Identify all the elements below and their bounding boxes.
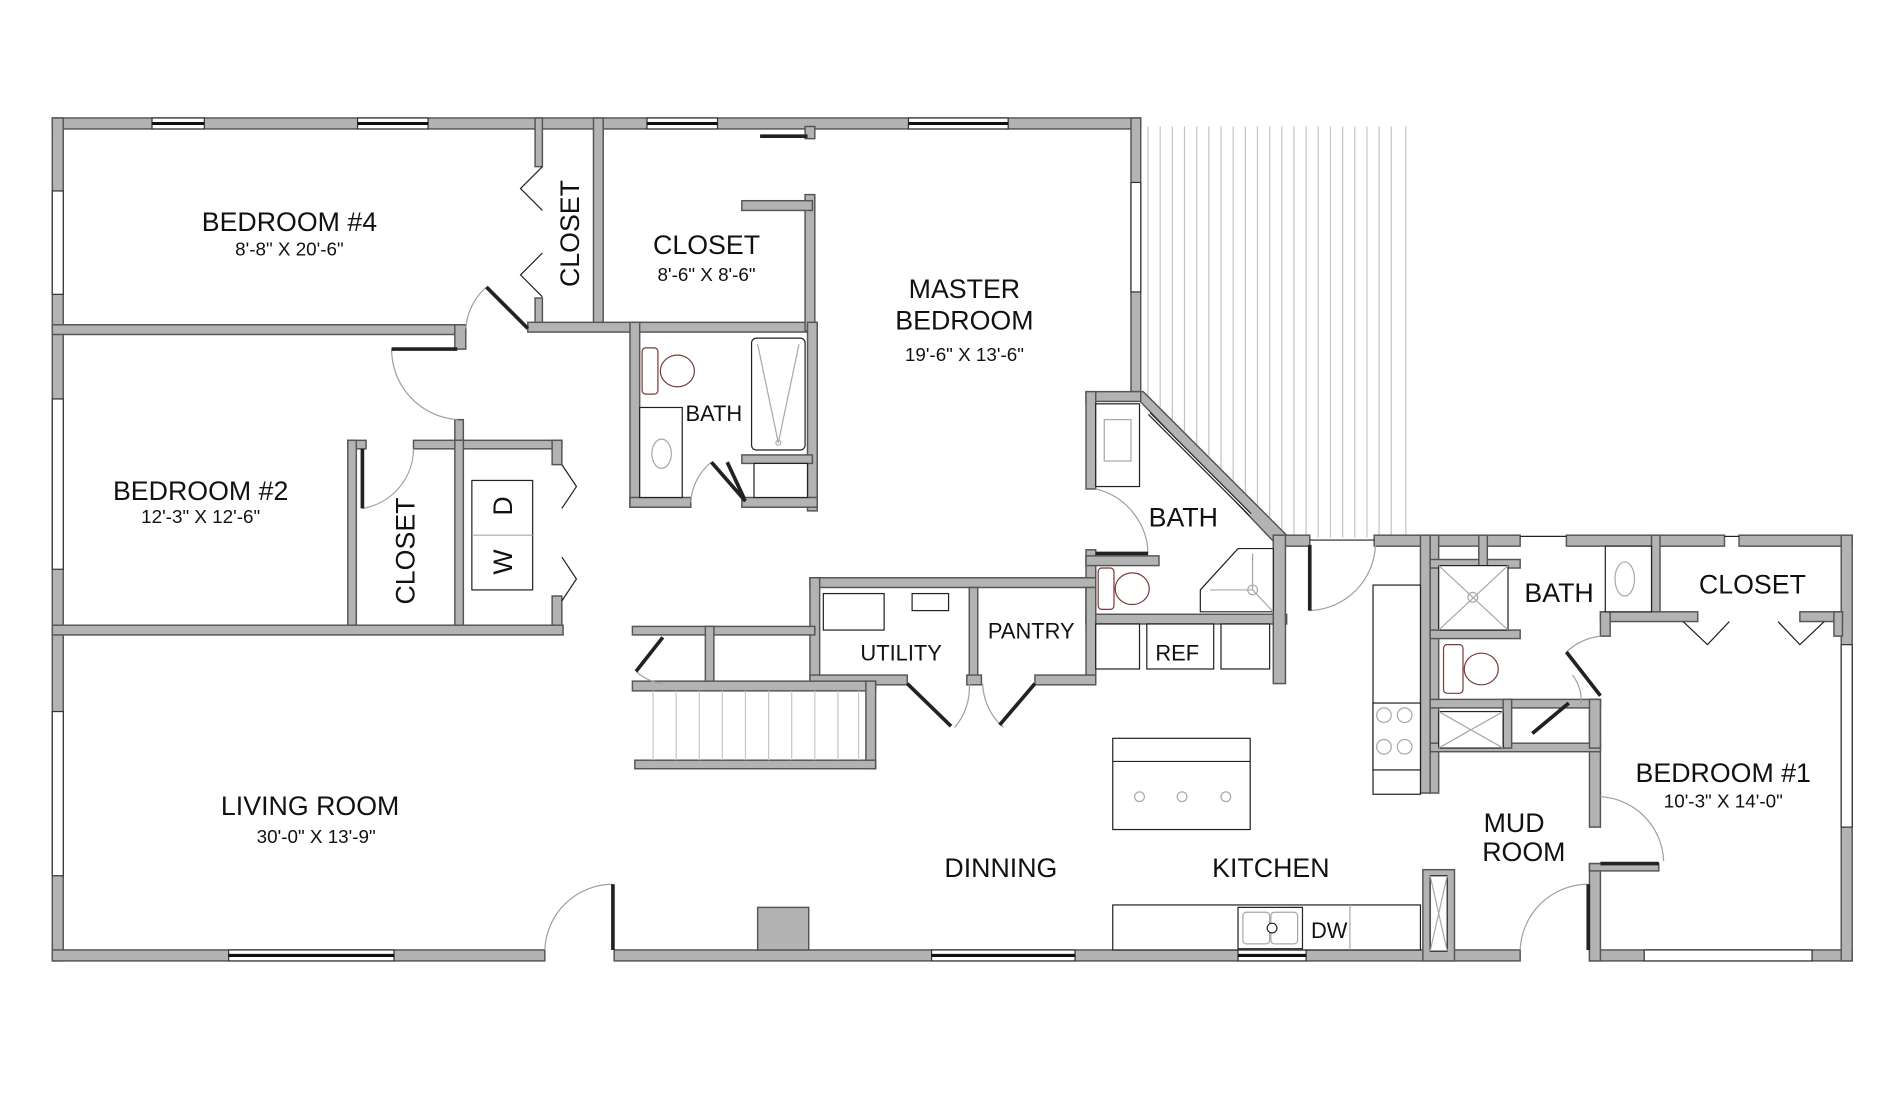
label-mud-line2: ROOM xyxy=(1482,837,1565,867)
label-bath-hall: BATH xyxy=(686,401,743,426)
label-dryer: D xyxy=(488,496,518,515)
label-closet-bedroom2: CLOSET xyxy=(391,497,421,604)
dims-bedroom1: 10'-3" X 14'-0" xyxy=(1664,791,1783,812)
label-dining: DINNING xyxy=(944,853,1057,883)
label-washer: W xyxy=(488,549,518,575)
label-living-room: LIVING ROOM xyxy=(221,791,399,821)
deck-hatching xyxy=(1147,126,1407,538)
dims-closet-master: 8'-6" X 8'-6" xyxy=(658,264,756,285)
label-bedroom1: BEDROOM #1 xyxy=(1636,758,1811,788)
room-labels: BEDROOM #4 8'-8" X 20'-6" CLOSET CLOSET … xyxy=(113,180,1811,943)
label-bath-master: BATH xyxy=(1149,503,1218,533)
dims-living-room: 30'-0" X 13'-9" xyxy=(257,826,376,847)
fixtures xyxy=(471,337,1653,951)
dims-bedroom4: 8'-8" X 20'-6" xyxy=(235,238,344,259)
label-pantry: PANTRY xyxy=(988,619,1075,644)
label-closet-bedroom4: CLOSET xyxy=(555,180,585,287)
label-bedroom4: BEDROOM #4 xyxy=(202,207,378,237)
label-closet-bedroom1: CLOSET xyxy=(1699,570,1806,600)
doors xyxy=(360,134,1825,950)
dims-bedroom2: 12'-3" X 12'-6" xyxy=(141,506,260,527)
label-master-line2: BEDROOM xyxy=(895,306,1033,336)
label-ref: REF xyxy=(1155,640,1199,665)
windows xyxy=(51,117,1853,962)
label-mud-line1: MUD xyxy=(1484,808,1545,838)
dims-master: 19'-6" X 13'-6" xyxy=(905,344,1024,365)
label-bedroom2: BEDROOM #2 xyxy=(113,476,288,506)
label-closet-master: CLOSET xyxy=(653,230,760,260)
label-master-line1: MASTER xyxy=(909,274,1020,304)
label-kitchen: KITCHEN xyxy=(1212,853,1329,883)
label-dishwasher: DW xyxy=(1311,918,1348,943)
interior-walls xyxy=(51,117,1844,962)
label-bath-bedroom1: BATH xyxy=(1524,578,1593,608)
label-utility: UTILITY xyxy=(860,640,942,665)
